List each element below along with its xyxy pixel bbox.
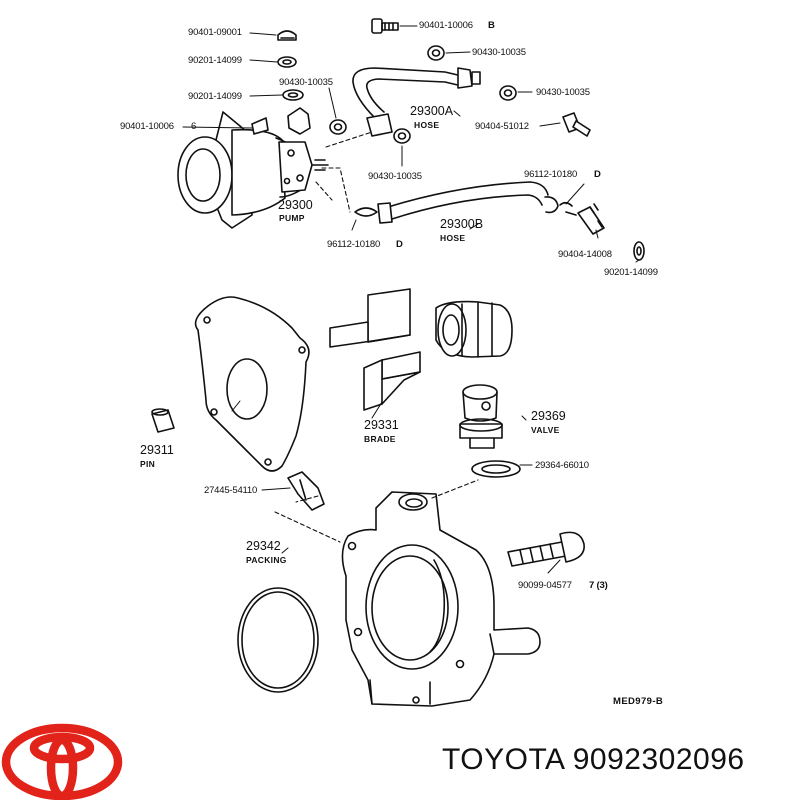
part-label: 90201-14099 <box>188 55 242 66</box>
leader-lines <box>182 25 640 263</box>
diagram-reference: MED979-B <box>613 696 664 707</box>
part-label: 96112-10180 <box>327 239 381 250</box>
part-label: 90430-10035 <box>368 171 422 182</box>
part-name: HOSE <box>440 233 466 243</box>
part-label: 90404-14008 <box>558 249 612 260</box>
part-number: 29369 <box>531 409 566 423</box>
union-fitting-part <box>577 203 605 235</box>
part-label: 90201-14099 <box>188 91 242 102</box>
part-label: 29364-66010 <box>535 460 589 471</box>
part-label: 90201-14099 <box>604 267 658 278</box>
part-name: BRADE <box>364 434 396 444</box>
brand-caption: TOYOTA 9092302096 <box>442 743 745 776</box>
part-label: 90430-10035 <box>536 87 590 98</box>
pin-part <box>151 408 175 433</box>
gasket-part <box>329 119 347 135</box>
quantity-label: D <box>396 239 403 250</box>
union-fitting-part <box>562 112 591 137</box>
union-bolt-part <box>371 18 399 34</box>
leader-lines <box>231 400 561 574</box>
quantity-label: B <box>488 20 495 31</box>
part-label: 90401-10006 <box>120 121 174 132</box>
pump-housing <box>341 491 541 707</box>
pump-cover <box>194 296 310 472</box>
part-name: HOSE <box>414 120 440 130</box>
cap-bolt-part <box>277 30 297 41</box>
part-name: PUMP <box>279 213 305 223</box>
vane-blades <box>329 288 421 411</box>
quantity-label: D <box>594 169 601 180</box>
packing-ring <box>237 587 319 693</box>
gasket-part <box>471 460 521 478</box>
hose-b <box>354 181 577 224</box>
bolt-part <box>507 531 585 567</box>
leader-lines <box>315 131 373 213</box>
part-name: VALVE <box>531 425 560 435</box>
part-number: 29342 <box>246 539 281 553</box>
rotor <box>435 300 513 358</box>
washer-part <box>282 89 304 101</box>
part-number: 29311 <box>140 443 174 457</box>
gasket-part <box>393 128 411 144</box>
part-label: 90404-51012 <box>475 121 529 132</box>
washer-part <box>633 241 645 261</box>
part-label: 90430-10035 <box>472 47 526 58</box>
clamp-part <box>287 471 325 511</box>
quantity-label: 6 <box>191 121 197 132</box>
part-number: 29331 <box>364 418 399 432</box>
part-name: PACKING <box>246 555 287 565</box>
part-number: 29300A <box>410 104 454 118</box>
part-label: 27445-54110 <box>204 485 258 496</box>
gasket-part <box>427 45 445 61</box>
washer-part <box>277 56 297 68</box>
part-label: 90099-04577 <box>518 580 572 591</box>
quantity-label: 7 (3) <box>589 580 608 591</box>
toyota-logo <box>1 723 123 800</box>
part-number: 29300B <box>440 217 484 231</box>
part-label: 96112-10180 <box>524 169 578 180</box>
part-label: 90401-09001 <box>188 27 242 38</box>
gasket-part <box>499 85 517 101</box>
part-number: 29300 <box>278 198 313 212</box>
part-label: 90401-10006 <box>419 20 473 31</box>
hose-a <box>352 67 481 137</box>
part-label: 90430-10035 <box>279 77 333 88</box>
leader-lines <box>274 479 479 543</box>
part-name: PIN <box>140 459 156 469</box>
check-valve <box>459 384 503 449</box>
